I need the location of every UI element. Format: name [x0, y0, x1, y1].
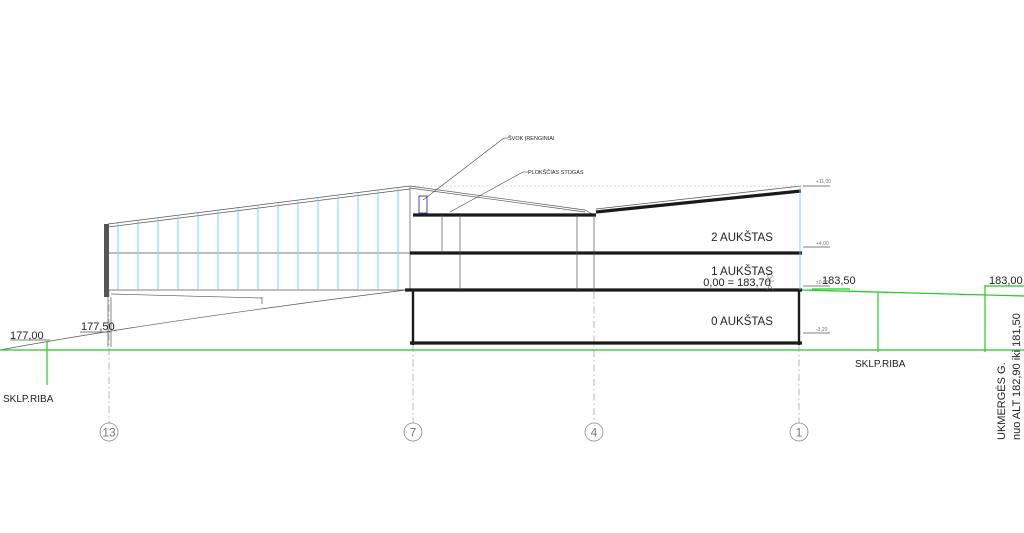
axis-label-4: 4	[591, 426, 598, 440]
street-altitude: nuo ALT 182,90 iki 181,50	[1011, 313, 1023, 440]
level-marks: +11,00 +4,00 ±0,00 -3,20	[803, 179, 831, 334]
axis-marker-4	[584, 422, 604, 442]
elevation-far-right: 183,00	[989, 275, 1023, 287]
level-mark-second: +4,00	[816, 241, 829, 247]
elevation-left-mid: 177,50	[81, 321, 115, 333]
floor-label-2: 2 AUKŠTAS	[711, 231, 773, 244]
site-boundary-left-label: SKLP.RIBA	[3, 394, 54, 405]
floor-label-0: 0 AUKŠTAS	[711, 315, 773, 328]
level-mark-basement: -3,20	[816, 327, 828, 333]
elevation-left-ground: 177,00	[10, 330, 44, 342]
grid-axes: 13 7 4 1	[99, 290, 809, 442]
site-boundary-right-label: SKLP.RIBA	[855, 359, 906, 370]
hvac-equipment-box	[418, 195, 428, 214]
axis-label-7: 7	[410, 426, 417, 440]
floor-1-zero-elevation: 0,00 = 183,70	[703, 277, 771, 289]
terrain	[0, 285, 1024, 385]
level-mark-top: +11,00	[816, 179, 831, 185]
main-roof-right	[595, 185, 802, 210]
terrain-slope	[0, 289, 407, 351]
main-building	[405, 185, 811, 345]
main-roof-left	[409, 185, 586, 211]
axis-marker-7	[403, 422, 423, 442]
street-name: UKMERGĖS G.	[995, 362, 1008, 440]
elevation-center-right: 183,50	[822, 275, 856, 287]
floor-label-1: 1 AUKŠTAS	[711, 265, 773, 278]
human-figure	[766, 273, 774, 291]
axis-label-13: 13	[102, 426, 116, 440]
axis-marker-1	[789, 422, 809, 442]
left-wing-glazing	[117, 188, 399, 289]
level-mark-zero: ±0,00	[816, 280, 829, 286]
annotation-equipment: ŠVOK ĮRENGINIAI	[508, 135, 555, 142]
axis-label-1: 1	[796, 426, 803, 440]
annotations: ŠVOK ĮRENGINIAI PLOKŠČIAS STOGAS	[422, 135, 584, 213]
left-wing	[104, 185, 411, 347]
left-wing-roof	[107, 185, 411, 225]
axis-marker-13	[99, 422, 119, 442]
left-wing-end-wall	[104, 224, 109, 297]
annotation-flat-roof: PLOKŠČIAS STOGAS	[528, 169, 584, 176]
